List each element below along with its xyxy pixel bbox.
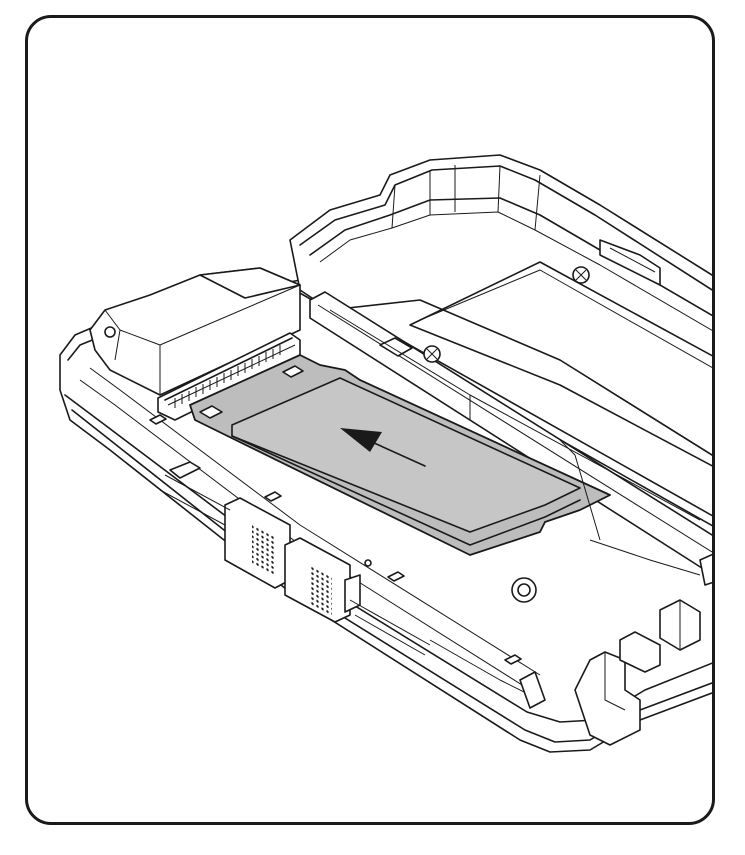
latch-clips [519,599,701,746]
hinge-bar [309,291,712,586]
connector-pins [174,345,281,408]
connector-block [89,267,301,396]
side-ports [159,461,431,656]
top-shell [289,154,712,471]
insertion-arrow-icon [340,428,426,467]
case-floor-details [149,309,701,701]
